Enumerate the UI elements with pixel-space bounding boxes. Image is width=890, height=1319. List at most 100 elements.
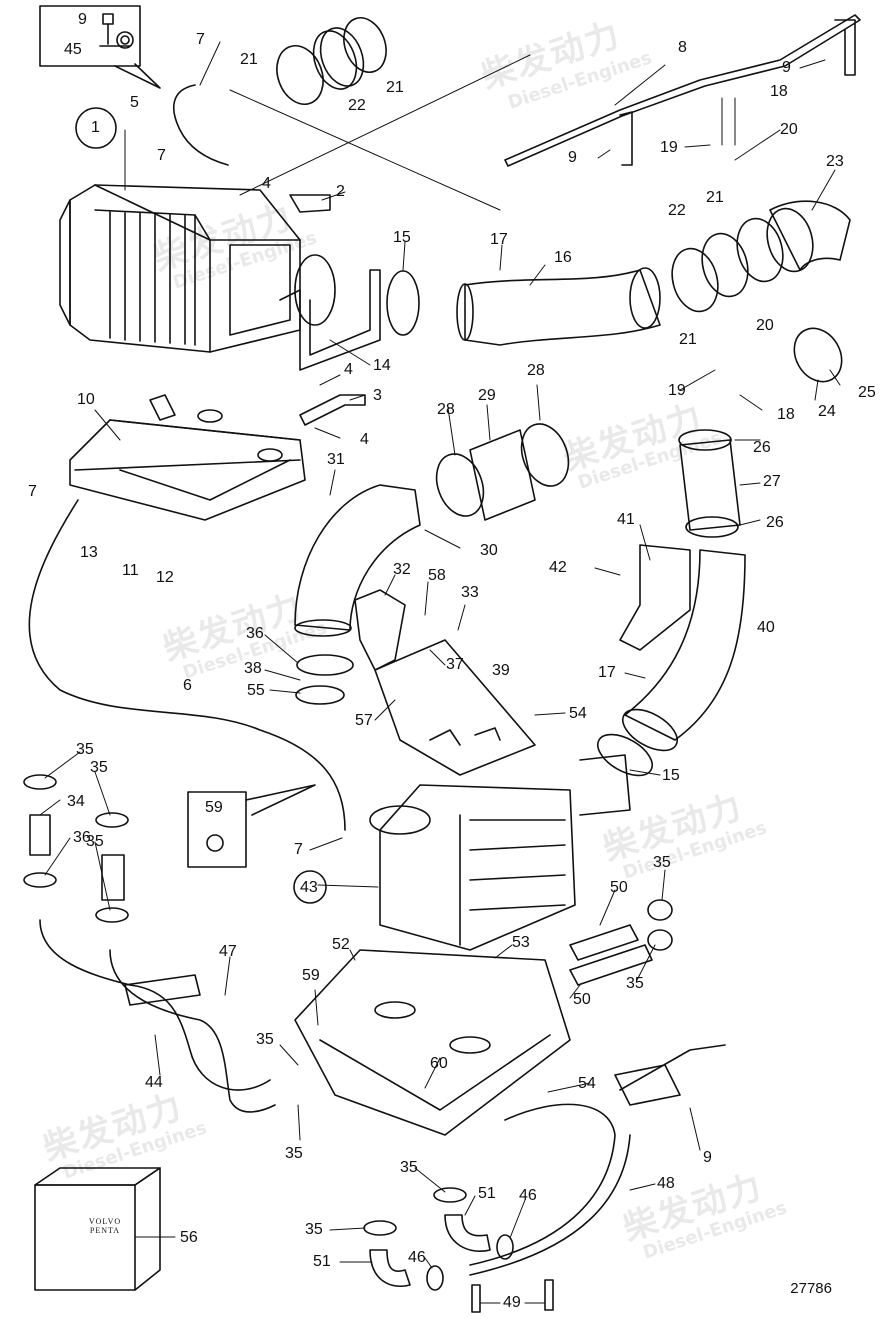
callout-label: 46 [519,1187,537,1204]
callout-label: 43 [300,879,318,896]
inset-box-59 [187,791,247,868]
clamp-35-left-a [23,774,57,790]
hose-51-right [444,1214,491,1252]
callout-label: 20 [756,317,774,334]
seal-set-21-22-top [276,17,387,105]
pipe-16-flange-left [456,283,474,341]
clamp-26-bottom [685,516,739,538]
callout-label: 19 [668,382,686,399]
callout-label: 53 [512,934,530,951]
mounting-plate-10 [69,394,306,521]
callout-circle-43 [293,870,327,904]
bracket-39-holes [429,727,501,746]
callout-label: 56 [180,1229,198,1246]
clamp-35-mid-b [95,907,129,923]
callout-label: 24 [818,403,836,420]
callout-label: 36 [246,625,264,642]
callout-label: 57 [355,712,373,729]
pipe-8 [504,14,861,167]
pipe-assembly-48 [469,1044,726,1276]
callout-label: 38 [244,660,262,677]
clamp-26-top [678,429,732,451]
elbow-30-flange [294,619,352,637]
callout-label: 35 [256,1031,274,1048]
callout-label: 7 [28,483,37,500]
callout-label: 25 [858,384,876,401]
inset-59-pointer [245,784,316,816]
callout-label: 15 [393,229,411,246]
callout-label: 21 [679,331,697,348]
callout-label: 9 [703,1149,712,1166]
callout-label: 50 [610,879,628,896]
clamp-28-left [435,453,485,517]
seal-15-top [386,270,420,336]
clamp-28-right [520,423,570,487]
clamp-46-a [496,1234,514,1260]
drawing-number: 27786 [790,1280,832,1297]
callout-label: 54 [569,705,587,722]
hose-50-upper [569,924,639,961]
callout-label: 5 [130,94,139,111]
callout-label: 40 [757,619,775,636]
elbow-pipe-30 [294,484,421,631]
callout-label: 35 [86,833,104,850]
seal-set-21-22-right [671,207,814,313]
pipe-40-flange [622,708,678,752]
clamp-36 [296,654,354,676]
callout-label: 17 [490,231,508,248]
callout-label: 12 [156,569,174,586]
callout-label: 35 [76,741,94,758]
manual-box-56 [34,1167,161,1291]
callout-label: 51 [478,1185,496,1202]
callout-label: 35 [285,1145,303,1162]
callout-label: 35 [626,975,644,992]
callout-label: 50 [573,991,591,1008]
callout-label: 4 [344,361,353,378]
hose-34 [29,814,51,856]
callout-label: 26 [753,439,771,456]
callout-label: 3 [373,387,382,404]
callout-label: 45 [64,41,82,58]
callout-label: 35 [305,1221,323,1238]
callout-label: 51 [313,1253,331,1270]
callout-label: 35 [653,854,671,871]
clamp-35-bottom-a [363,1220,397,1236]
clamp-35-left-b [23,872,57,888]
callout-label: 7 [196,31,205,48]
pipe-16-flange [629,267,661,329]
callout-label: 47 [219,943,237,960]
elbow-23 [769,200,851,271]
manual-brand-penta: PENTA [89,1226,121,1235]
callout-label: 18 [770,83,788,100]
hose-50-lower [569,944,653,986]
callout-label: 21 [706,189,724,206]
callout-label: 16 [554,249,572,266]
hose-5 [173,84,229,166]
pipe-40 [624,549,746,741]
callout-label: 9 [568,149,577,166]
callout-label: 9 [782,59,791,76]
clamp-46-b [426,1265,444,1291]
inset-pointer [114,63,161,89]
drain-plug-49-left [471,1284,481,1313]
callout-label: 59 [205,799,223,816]
callout-label: 9 [78,11,87,28]
bracket-32 [354,589,406,671]
pipe-assembly-44 [39,919,276,1113]
charge-air-cooler-upper [59,184,301,353]
callout-label: 48 [657,1175,675,1192]
clamp-25 [793,327,843,383]
clip-59-icon [206,834,224,852]
callout-label: 7 [157,147,166,164]
callout-label: 37 [446,656,464,673]
callout-label: 55 [247,682,265,699]
callout-label: 11 [122,562,139,579]
clamp-38 [295,685,345,705]
callout-label: 7 [294,841,303,858]
callout-label: 1 [91,119,100,136]
callout-label: 21 [240,51,258,68]
bracket-9-top [834,19,856,76]
callout-label: 10 [77,391,95,408]
leader-lines [39,41,841,1304]
